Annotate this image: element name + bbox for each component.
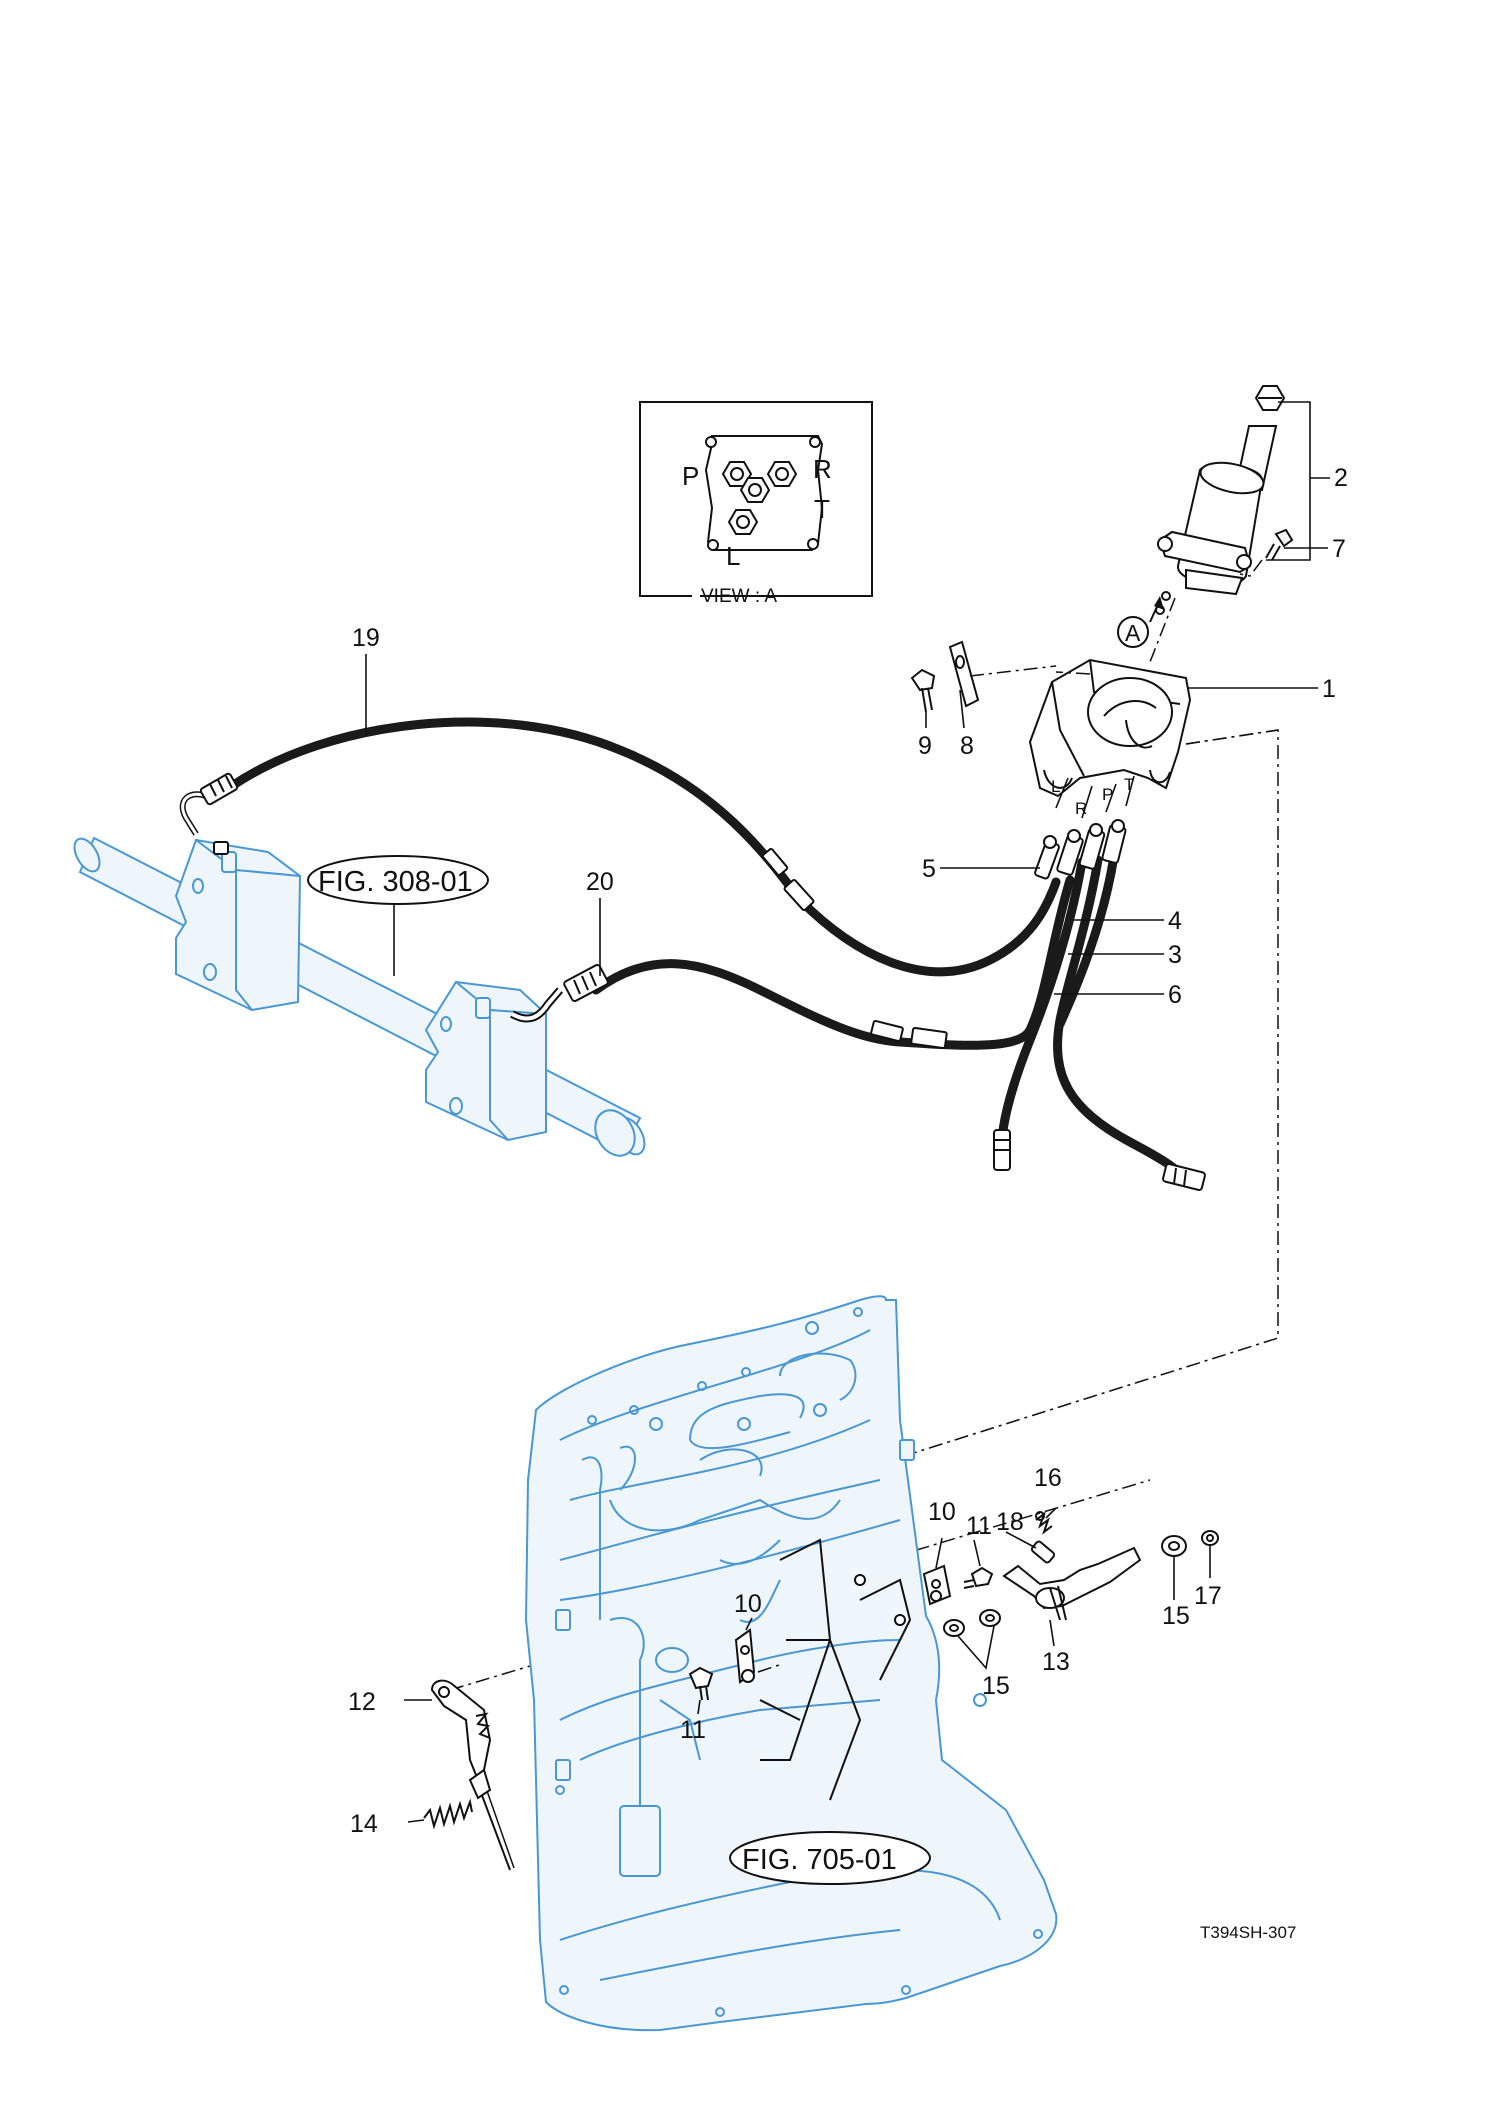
bracket-10-right xyxy=(922,1564,952,1606)
label-15-left: 15 xyxy=(982,1672,1010,1700)
label-11-right: 11 xyxy=(966,1512,992,1540)
fig-ref-705-label: FIG. 705-01 xyxy=(742,1844,897,1876)
bolt-11-left xyxy=(688,1666,714,1701)
hose-port-t: T xyxy=(1124,775,1134,794)
brake-linkage-plate xyxy=(759,1538,912,1801)
label-20: 20 xyxy=(586,868,614,896)
washer-15-right xyxy=(1161,1535,1187,1557)
label-9: 9 xyxy=(918,732,932,760)
label-14: 14 xyxy=(350,1810,378,1838)
port-label-r: R xyxy=(813,454,832,484)
label-15-right: 15 xyxy=(1162,1602,1190,1630)
label-19: 19 xyxy=(352,624,380,652)
lever-13 xyxy=(1002,1546,1142,1621)
washer-15-left-a xyxy=(943,1619,965,1637)
label-18: 18 xyxy=(996,1508,1024,1536)
fig-ref-705: FIG. 705-01 xyxy=(729,1831,931,1885)
label-17: 17 xyxy=(1194,1582,1222,1610)
front-frame xyxy=(524,1295,1058,2032)
bolt-9 xyxy=(910,668,936,713)
valve-port-plate xyxy=(704,435,824,551)
hose-3 xyxy=(993,857,1087,1171)
lever-12 xyxy=(430,1679,515,1871)
label-10-right: 10 xyxy=(928,1498,956,1526)
pin-18 xyxy=(1030,1540,1056,1564)
spring-16 xyxy=(1035,1511,1053,1535)
view-a-inset: P R T L VIEW : A xyxy=(639,401,873,607)
hose-4 xyxy=(1055,851,1119,1029)
label-6: 6 xyxy=(1168,981,1182,1009)
washer-15-left-b xyxy=(979,1609,1001,1627)
part-number-labels: 1 2 3 4 5 6 7 8 9 10 10 11 11 12 13 14 1… xyxy=(348,464,1348,1838)
hose-19 xyxy=(179,717,1061,977)
valve-end-fittings xyxy=(1034,819,1127,880)
drawing-code: T394SH-307 xyxy=(1200,1923,1296,1942)
bracket-10-left xyxy=(734,1628,783,1684)
spring-14 xyxy=(407,1798,473,1830)
port-label-l: L xyxy=(726,541,740,571)
bolt-11-right xyxy=(963,1566,994,1589)
view-a-caption: VIEW : A xyxy=(701,586,777,607)
clip-17 xyxy=(1201,1530,1219,1546)
label-2: 2 xyxy=(1334,464,1348,492)
plate-8 xyxy=(948,640,1057,708)
port-label-p: P xyxy=(682,461,699,491)
label-12: 12 xyxy=(348,1688,376,1716)
label-10-left: 10 xyxy=(734,1590,762,1618)
label-13: 13 xyxy=(1042,1648,1070,1676)
valve-bracket xyxy=(1028,658,1279,798)
hose-port-p: P xyxy=(1102,785,1113,804)
fig-ref-308: FIG. 308-01 xyxy=(307,855,489,905)
label-4: 4 xyxy=(1168,907,1182,935)
steering-cylinder xyxy=(73,836,646,1157)
steering-valve xyxy=(1149,385,1286,663)
label-5: 5 xyxy=(922,855,936,883)
label-3: 3 xyxy=(1168,941,1182,969)
view-a-marker: A xyxy=(1117,596,1164,648)
label-16: 16 xyxy=(1034,1464,1062,1492)
leader-lines xyxy=(365,401,1330,1715)
label-1: 1 xyxy=(1322,675,1336,703)
hose-port-l: L xyxy=(1051,777,1060,796)
label-7: 7 xyxy=(1332,535,1346,563)
fig-ref-308-label: FIG. 308-01 xyxy=(318,866,473,898)
center-line xyxy=(903,729,1279,1457)
view-marker-label: A xyxy=(1125,620,1141,646)
label-8: 8 xyxy=(960,732,974,760)
bolt-7 xyxy=(1239,528,1294,577)
hose-20 xyxy=(510,875,1075,1050)
port-label-t: T xyxy=(814,494,830,524)
label-11-left: 11 xyxy=(680,1716,706,1744)
hose-6 xyxy=(1053,855,1206,1191)
